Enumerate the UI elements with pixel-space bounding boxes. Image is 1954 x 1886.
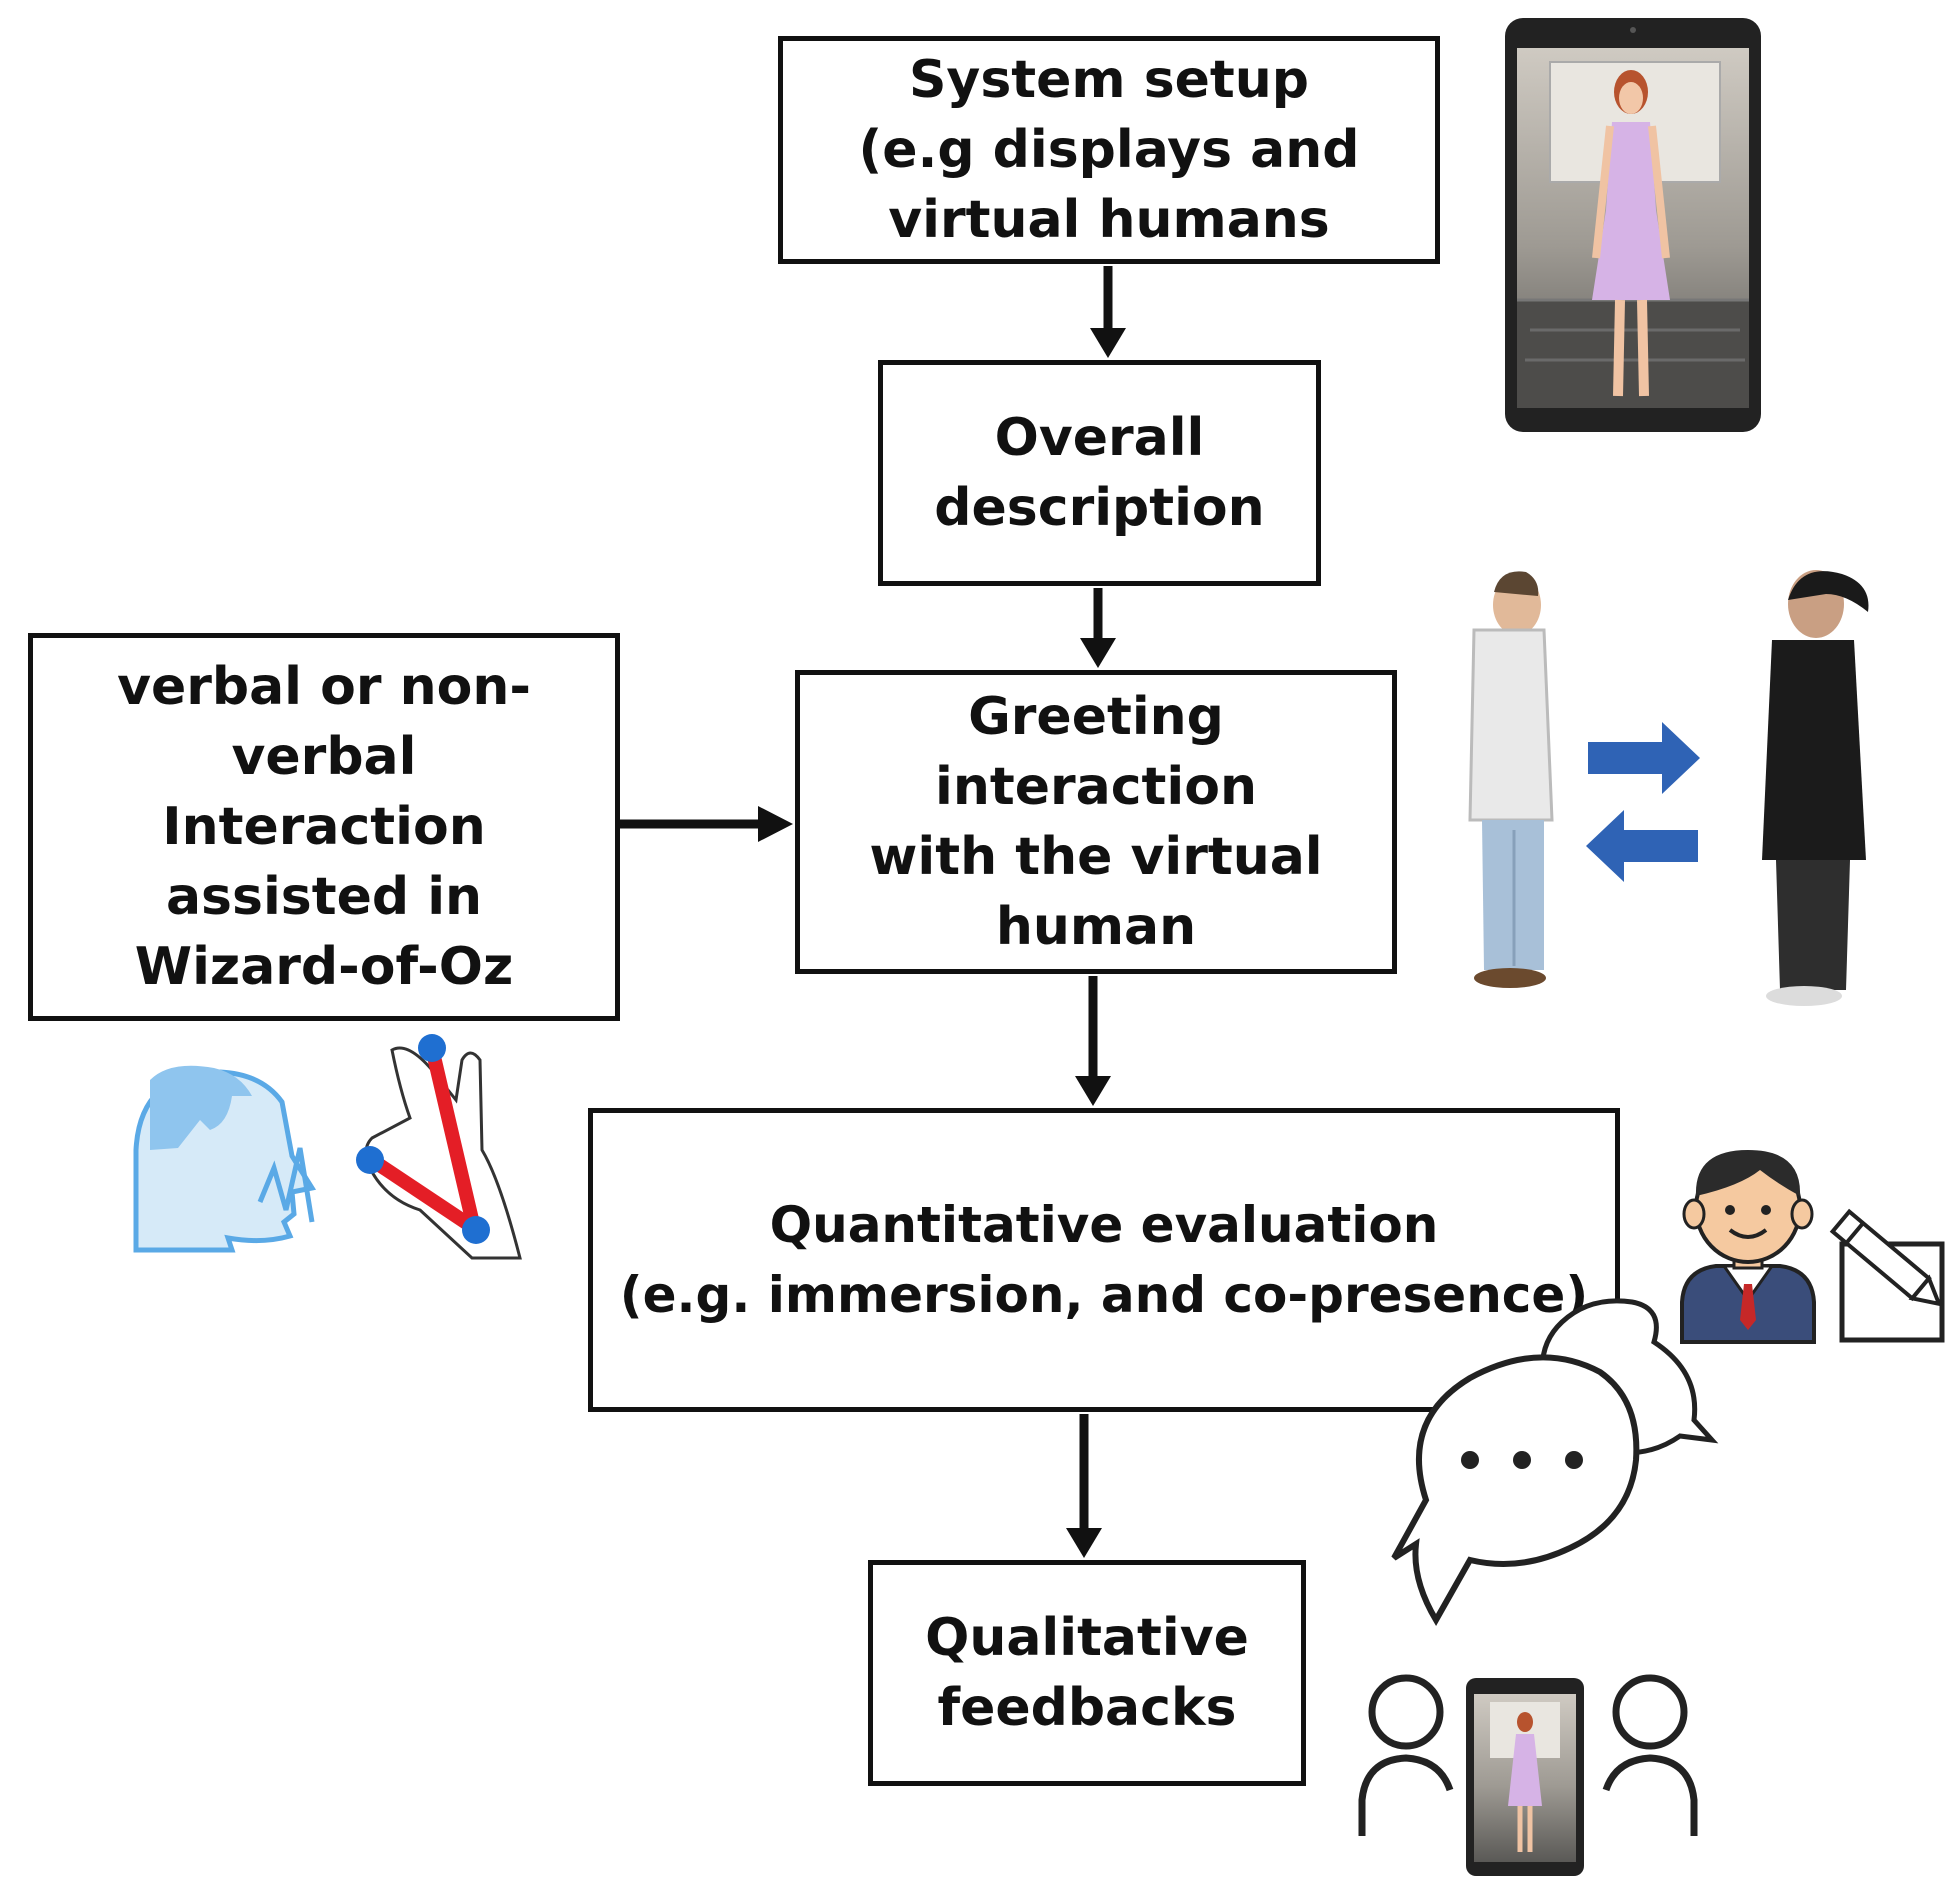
- greeting-interaction-label: Greeting interaction with the virtual hu…: [869, 687, 1323, 957]
- overall-description-label: Overall description: [934, 408, 1265, 538]
- quantitative-evaluation-box: Quantitative evaluation (e.g. immersion,…: [588, 1108, 1620, 1412]
- people-greeting-icon: [1468, 570, 1869, 1006]
- arrow-greet-to-quant: [1075, 976, 1111, 1106]
- wizard-of-oz-label: verbal or non- verbal Interaction assist…: [117, 657, 531, 997]
- quantitative-evaluation-label: Quantitative evaluation (e.g. immersion,…: [619, 1196, 1589, 1324]
- student-evaluator-icon: [1680, 1150, 1816, 1344]
- wizard-of-oz-box: verbal or non- verbal Interaction assist…: [28, 633, 620, 1021]
- overall-description-box: Overall description: [878, 360, 1321, 586]
- system-setup-box: System setup (e.g displays and virtual h…: [778, 36, 1440, 264]
- chat-bubbles-icon: [1391, 1298, 1719, 1626]
- tablet-virtual-human-icon: [1505, 18, 1761, 432]
- group-feedback-icon: [1358, 1674, 1698, 1876]
- arrow-quant-to-qual: [1066, 1414, 1102, 1558]
- arrow-setup-to-overall: [1090, 266, 1126, 358]
- speaking-head-icon: [133, 1065, 317, 1253]
- greeting-interaction-box: Greeting interaction with the virtual hu…: [795, 670, 1397, 974]
- arrow-overall-to-greet: [1080, 588, 1116, 668]
- qualitative-feedbacks-box: Qualitative feedbacks: [868, 1560, 1306, 1786]
- ok-hand-gesture-icon: [356, 1034, 522, 1260]
- arrow-verbal-to-greet: [620, 806, 793, 842]
- qualitative-feedbacks-label: Qualitative feedbacks: [925, 1608, 1249, 1738]
- system-setup-label: System setup (e.g displays and virtual h…: [858, 50, 1360, 250]
- pencil-note-icon: [1829, 1208, 1945, 1343]
